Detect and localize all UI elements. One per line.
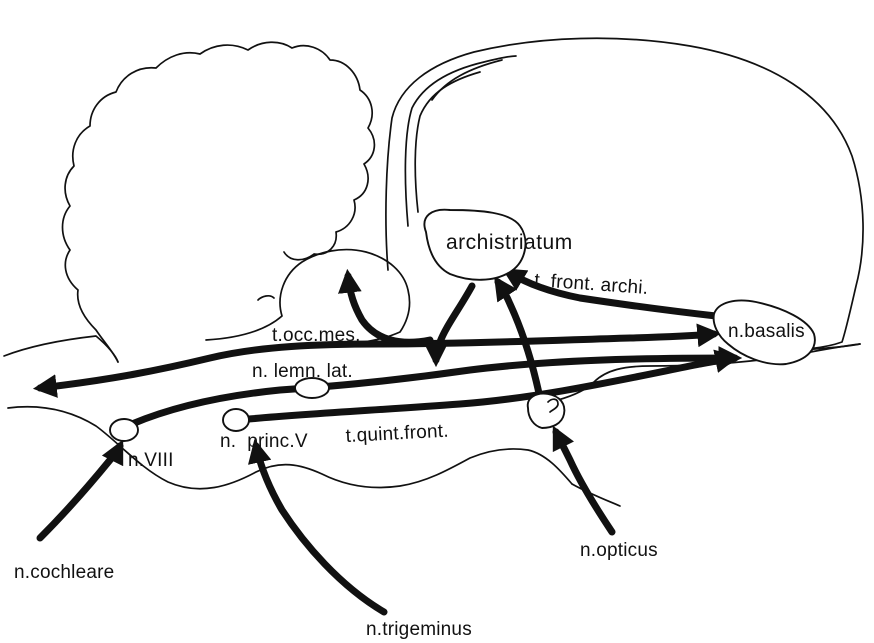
label-n-princ-v: n. princ.V [220, 431, 308, 452]
brainstem-upper-outline [4, 336, 118, 362]
ventral-forebrain-outline [558, 344, 860, 400]
label-n-basalis: n.basalis [728, 321, 805, 342]
cerebellum-notch [258, 296, 274, 300]
hemisphere-inner-line-2 [415, 72, 480, 212]
nucleus-optic [528, 394, 565, 428]
nerve-opticus-arrow [556, 432, 612, 532]
nucleus-viii [110, 419, 138, 441]
tract-archi-descending-arrow [436, 286, 472, 360]
label-t-front-archi: t. front. archi. [534, 270, 649, 299]
label-t-occ-mes: t.occ.mes. [272, 325, 361, 346]
label-n-lemn-lat: n. lemn. lat. [252, 361, 353, 382]
hemisphere-inner-line-1 [405, 56, 516, 226]
label-n-viii: n.VIII [128, 450, 174, 471]
label-n-opticus: n.opticus [580, 540, 658, 561]
tract-viii-ascending-arrow [132, 358, 735, 424]
label-n-trigeminus: n.trigeminus [366, 619, 472, 640]
label-archistriatum: archistriatum [446, 231, 573, 254]
label-t-quint-front: t.quint.front. [345, 421, 449, 447]
nucleus-princ-v [223, 409, 249, 431]
label-n-cochleare: n.cochleare [14, 562, 114, 583]
nerve-cochleare-arrow [40, 446, 120, 538]
nerve-trigeminus-arrow [256, 446, 384, 612]
cerebellum-outline [63, 42, 375, 362]
